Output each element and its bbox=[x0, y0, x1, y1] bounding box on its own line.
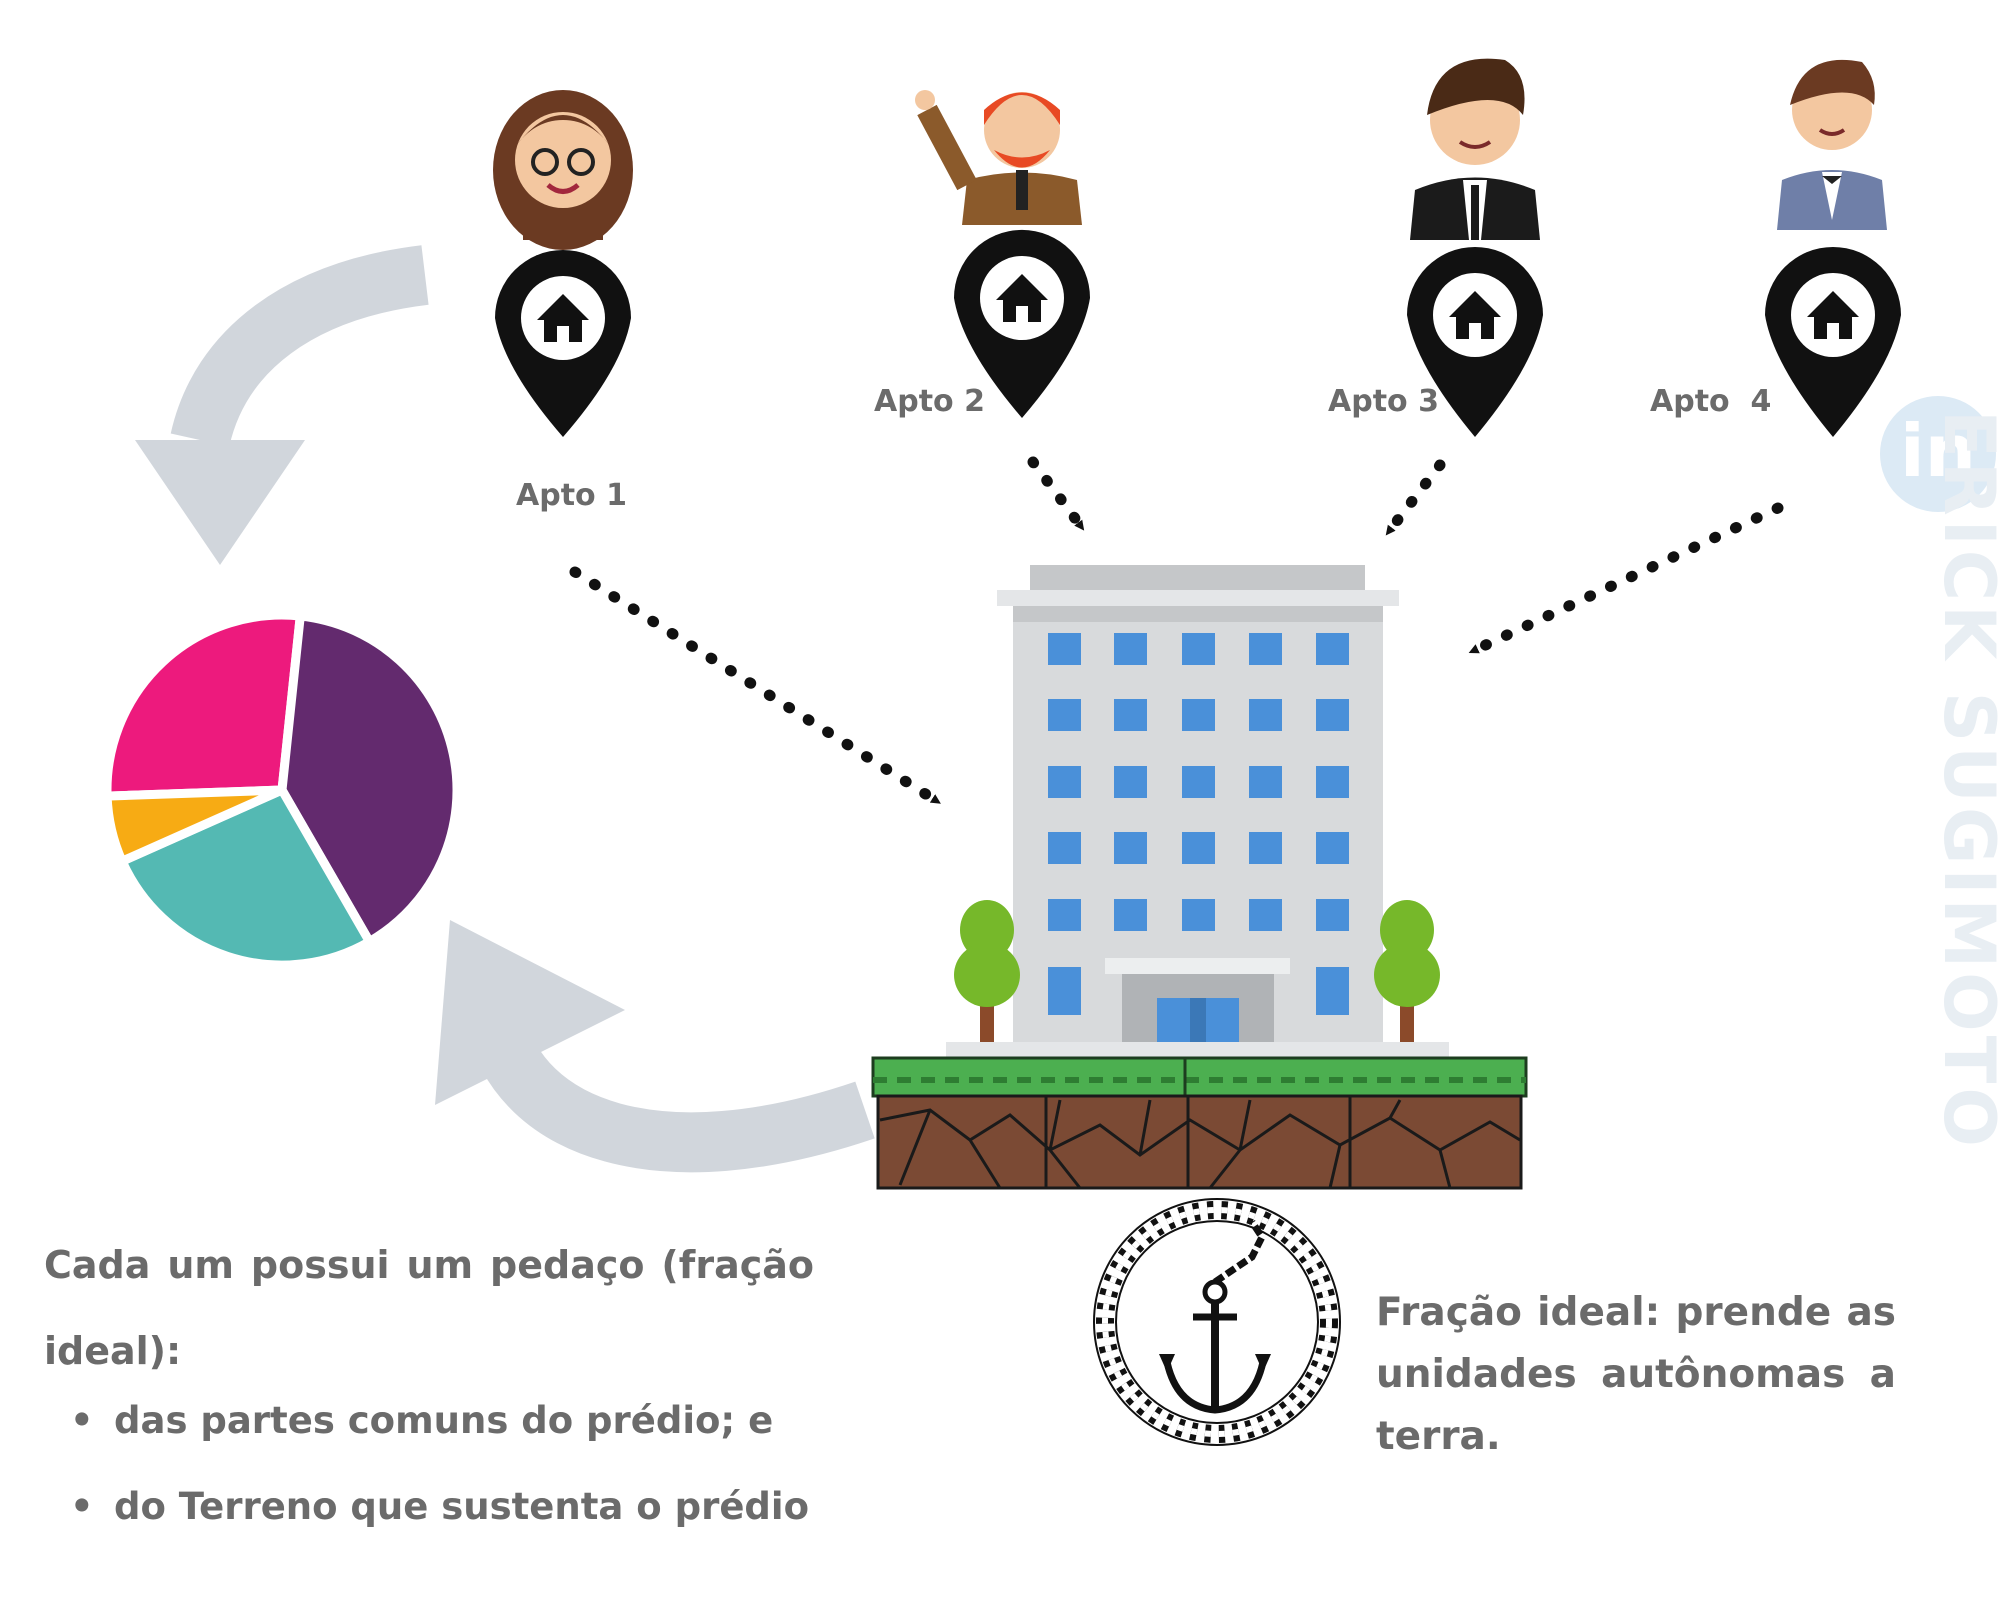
watermark-name: ERICK SUGIMOTO bbox=[1928, 410, 2000, 1151]
bullet-list: das partes comuns do prédio; e do Terren… bbox=[70, 1378, 809, 1550]
location-pin-icon bbox=[1765, 247, 1901, 437]
building-icon bbox=[946, 565, 1449, 1058]
location-pins bbox=[495, 229, 1901, 437]
right-description: Fração ideal: prende as unidades autônom… bbox=[1376, 1290, 1896, 1459]
building-window bbox=[1249, 633, 1282, 665]
building-window bbox=[1249, 766, 1282, 798]
location-pin-icon bbox=[953, 229, 1090, 418]
left-description: Cada um possui um pedaço (fração ideal): bbox=[44, 1243, 814, 1373]
building-window bbox=[1182, 633, 1215, 665]
unit-label-apto-1: Apto 1 bbox=[516, 478, 627, 513]
building-window bbox=[1249, 699, 1282, 731]
house-icon bbox=[537, 294, 589, 342]
dotted-arrow-apto-4 bbox=[1468, 502, 1784, 656]
building-window bbox=[1316, 967, 1349, 1015]
dotted-arrow-apto-3 bbox=[1384, 459, 1446, 536]
house-icon bbox=[996, 274, 1048, 322]
building-window bbox=[1114, 699, 1147, 731]
building-window bbox=[1048, 832, 1081, 864]
building-window bbox=[1114, 899, 1147, 931]
building-window bbox=[1048, 967, 1081, 1015]
house-icon bbox=[1449, 291, 1501, 339]
tree-icon bbox=[954, 900, 1020, 1042]
curved-arrow-bottom bbox=[435, 920, 875, 1173]
location-pin-icon bbox=[495, 250, 631, 437]
unit-label-apto-2: Apto 2 bbox=[874, 384, 985, 419]
building-window bbox=[1316, 899, 1349, 931]
building-window bbox=[1182, 766, 1215, 798]
building-window bbox=[1048, 766, 1081, 798]
person-avatar-icon bbox=[493, 90, 633, 250]
building-window bbox=[1182, 899, 1215, 931]
building-window bbox=[1182, 832, 1215, 864]
house-icon bbox=[1807, 291, 1859, 339]
location-pin-icon bbox=[1407, 247, 1543, 437]
building-window bbox=[1316, 699, 1349, 731]
watermark-logo: in bbox=[1880, 396, 1996, 512]
building-window bbox=[1182, 699, 1215, 731]
building-window bbox=[1316, 766, 1349, 798]
pie-slice bbox=[102, 785, 287, 866]
unit-label-apto-3: Apto 3 bbox=[1328, 384, 1439, 419]
building-window bbox=[1048, 699, 1081, 731]
ground-icon bbox=[871, 1056, 1528, 1190]
building-window bbox=[1114, 832, 1147, 864]
unit-label-apto-4: Apto 4 bbox=[1650, 384, 1772, 419]
building-window bbox=[1048, 899, 1081, 931]
building-window bbox=[1249, 832, 1282, 864]
building-window bbox=[1316, 633, 1349, 665]
building-window bbox=[1114, 633, 1147, 665]
dotted-arrow-apto-2 bbox=[1027, 456, 1086, 531]
anchor-icon bbox=[1093, 1198, 1341, 1446]
building-window bbox=[1316, 832, 1349, 864]
person-avatar-icon bbox=[915, 90, 1082, 225]
pie-chart-icon bbox=[102, 610, 462, 970]
person-avatar-icon bbox=[1410, 58, 1540, 240]
curved-arrow-top bbox=[135, 245, 429, 565]
dotted-arrow-apto-1 bbox=[569, 566, 941, 806]
pie-slice bbox=[102, 610, 305, 801]
building-window bbox=[1048, 633, 1081, 665]
tree-icon bbox=[1374, 900, 1440, 1042]
building-window bbox=[1114, 766, 1147, 798]
bullet-item-common-parts: das partes comuns do prédio; e bbox=[70, 1378, 809, 1464]
building-window bbox=[1249, 899, 1282, 931]
bullet-item-land: do Terreno que sustenta o prédio bbox=[70, 1464, 809, 1550]
person-avatar-icon bbox=[1777, 59, 1887, 230]
